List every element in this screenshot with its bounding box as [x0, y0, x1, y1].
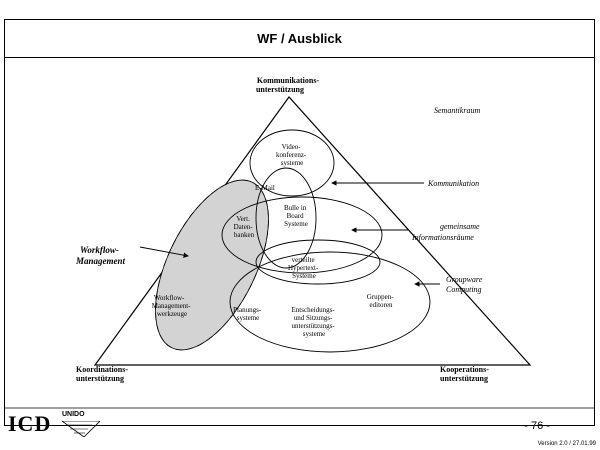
gruppen-label: Gruppen- editoren [367, 293, 396, 309]
info-space-label: gemeinsame Informationsräume [411, 222, 482, 242]
kommunikation-label: Kommunikation [427, 179, 479, 188]
bulletin-label: Bulle in Board Systeme [284, 204, 308, 228]
title-text: WF / Ausblick [257, 31, 342, 46]
email-ellipse [255, 167, 317, 269]
planung-label: Planungs- systeme [233, 306, 263, 322]
right-vertex-label: Kooperations- unterstützung [440, 365, 491, 383]
db-label: Vert. Daten- banken [234, 215, 255, 239]
hypertext-ellipse [255, 239, 381, 285]
workflow-ellipse [155, 179, 269, 351]
top-vertex-label: Kommunikations- unterstützung [256, 76, 321, 94]
icd-logo: ICD [8, 411, 52, 436]
unido-emblem-icon [62, 421, 100, 437]
workflow-mgmt-label: Workflow- Management [75, 245, 126, 266]
info-space-ellipse [221, 196, 383, 274]
entscheidung-label: Entscheidungs- und Sitzungs- unterstützu… [292, 306, 337, 338]
workflow-dashed-ring [155, 179, 269, 351]
groupware-ellipse [229, 251, 431, 353]
semantik-label: Semantikraum [434, 106, 480, 115]
version-text: Version 2.0 / 27.01.99 [537, 441, 596, 447]
hypertext-label: verteilte Hypertext- Systeme [288, 256, 320, 280]
page-number: - 76 - [524, 420, 550, 432]
video-label: Video- konferenz- systeme [276, 143, 308, 167]
groupware-label: Groupware Computing [446, 275, 484, 294]
slide-title: WF / Ausblick [4, 19, 595, 58]
arrow-workflow [139, 246, 189, 258]
wf-tools-label: Workflow- Management- werkzeuge [152, 294, 193, 318]
left-vertex-label: Koordinations- unterstützung [76, 365, 130, 383]
unido-logo: UNIDO [62, 411, 85, 418]
email-label: E-Mail [255, 184, 275, 192]
video-ellipse [249, 129, 335, 197]
